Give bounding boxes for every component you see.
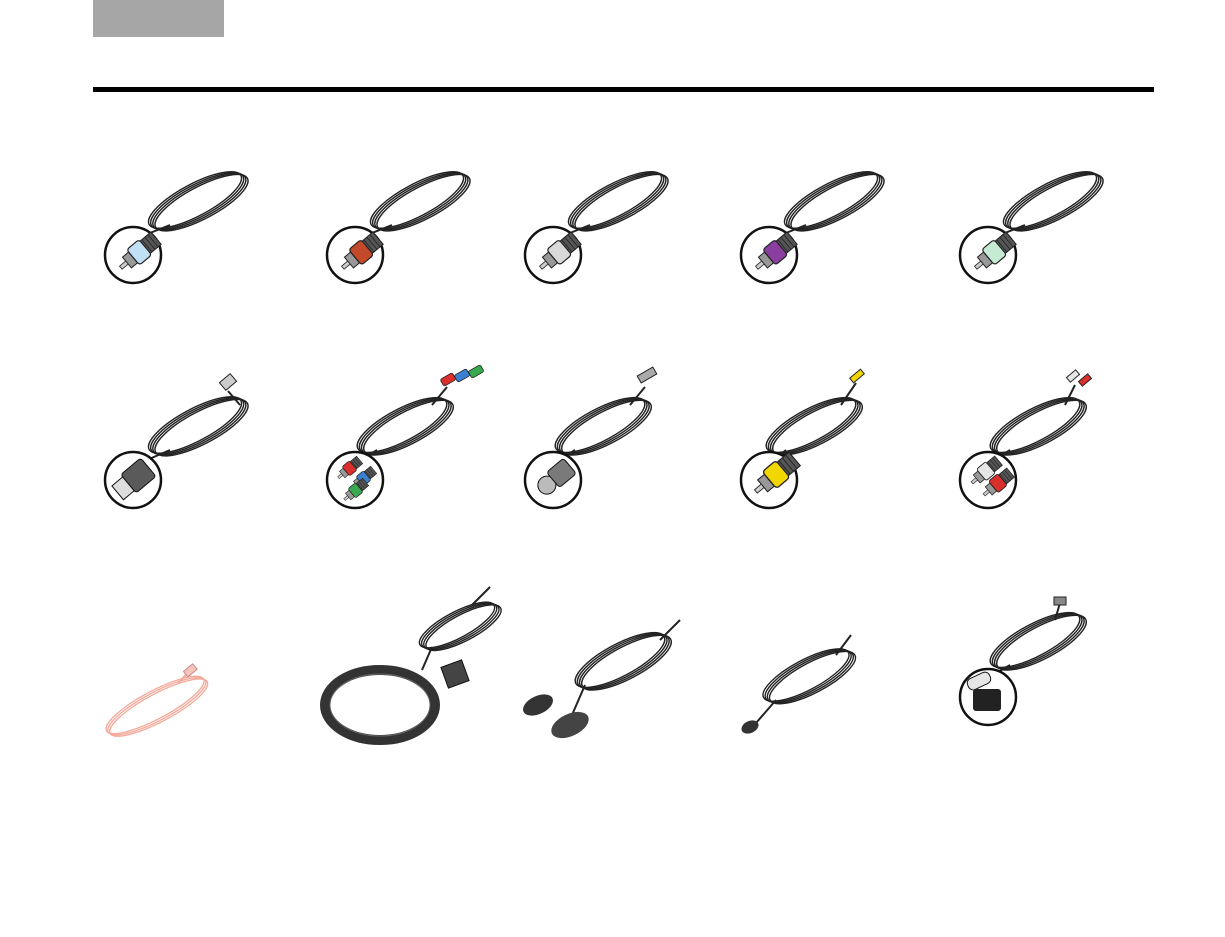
optical-end-connector [1054,597,1066,605]
cable-illustration-s-video [520,365,720,525]
header-rule [93,87,1154,92]
hdmi-end-connector [219,374,236,391]
cable-illustration-optical-cable [955,575,1155,735]
cable-illustration-composite-video [736,365,936,525]
cable-illustration-rca-red-brown [322,165,522,325]
cable-adapt-iq-headset [520,575,720,735]
headset-earpiece [547,707,593,744]
stereo-end-plug-white [1066,370,1079,382]
antenna-clip [441,660,469,688]
cable-illustration-hdmi [100,365,300,525]
cable-rca-light-green [955,165,1155,325]
header-tab [93,0,224,37]
component-end-plug [454,369,470,383]
cable-stereo-audio [955,365,1155,525]
cable-coil [414,594,507,659]
cable-ir-emitter [736,575,936,735]
composite-end-plug [850,369,865,383]
cable-rca-purple [736,165,936,325]
cable-illustration-rca-gray [520,165,720,325]
cable-component-video [322,365,522,525]
cable-composite-video [736,365,936,525]
cable-s-video [520,365,720,525]
cable-rca-gray [520,165,720,325]
cable-am-loop-antenna [322,575,522,735]
optical-connector [973,689,1001,711]
cable-coil [568,622,678,700]
stereo-end-plug-red [1078,374,1091,386]
cable-illustration-am-loop-antenna [322,575,522,735]
cable-coil [983,602,1093,680]
cable-illustration-fm-antenna [100,575,300,735]
cable-illustration-rca-purple [736,165,936,325]
cable-illustration-ir-emitter [736,575,936,735]
headset-earpiece-cover [520,690,557,720]
svideo-end-connector [637,367,657,383]
cable-illustration-adapt-iq-headset [520,575,720,735]
cable-illustration-rca-light-blue [100,165,300,325]
cable-rca-light-blue [100,165,300,325]
cable-rca-red-brown [322,165,522,325]
am-loop-ring [325,670,435,740]
cable-optical-cable [955,575,1155,735]
component-end-plug [468,365,484,379]
cable-illustration-rca-light-green [955,165,1155,325]
cable-illustration-stereo-audio [955,365,1155,525]
component-end-plug [440,373,456,387]
cable-hdmi [100,365,300,525]
fm-antenna-wire [100,667,214,746]
cable-fm-antenna [100,575,300,735]
cable-illustration-component-video [322,365,522,525]
cable-coil [757,639,862,713]
